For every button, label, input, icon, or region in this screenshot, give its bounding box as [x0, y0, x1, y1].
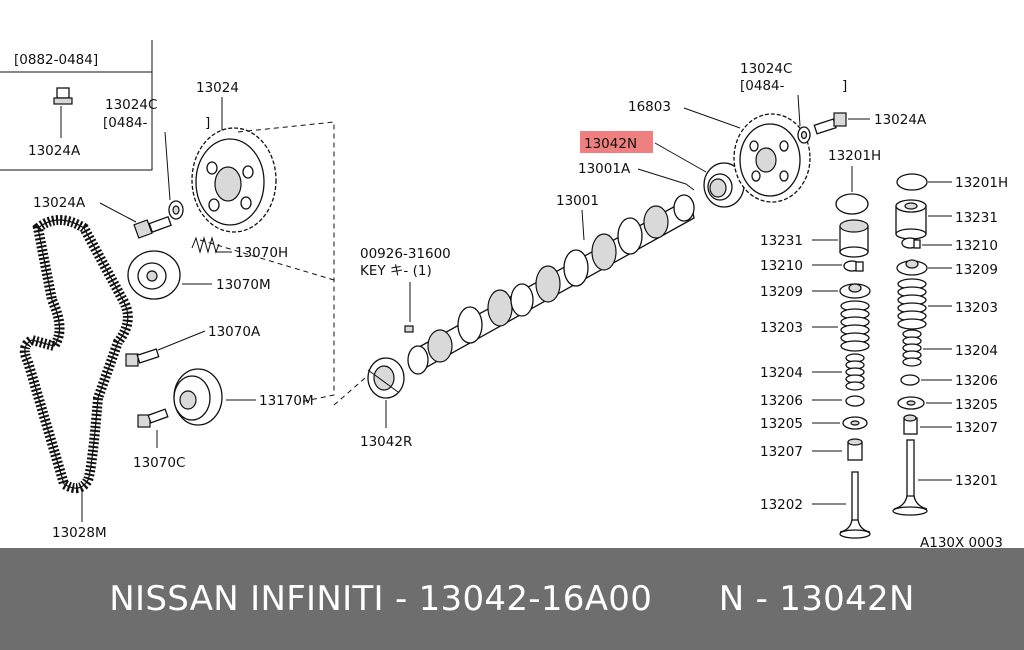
cam-sprocket-icon [191, 127, 277, 233]
inner-spring-icon [845, 353, 865, 391]
label-13210-left: 13210 [760, 258, 803, 274]
label-13201H-left: 13201H [828, 148, 881, 164]
bolt-icon [133, 215, 172, 239]
outer-spring-icon [840, 300, 870, 352]
outer-spring-icon [897, 278, 927, 330]
valve-lifter-icon [895, 199, 927, 240]
label-13201H-right: 13201H [955, 175, 1008, 191]
label-00926-31600: 00926-31600 [360, 246, 451, 262]
label-range-0882-0484: [0882-0484] [14, 52, 98, 68]
label-13170M: 13170M [259, 393, 314, 409]
spring-retainer-icon [839, 283, 871, 299]
label-13024A-left: 13024A [33, 195, 86, 211]
footer-part-number: NISSAN INFINITI - 13042-16A00 N - 13042N [109, 579, 915, 619]
label-bracket-left: ] [205, 115, 210, 131]
washer-icon [797, 126, 811, 144]
label-key: KEY キ- (1) [360, 263, 432, 279]
lash-cap-icon [835, 193, 869, 215]
front-seal-icon [367, 357, 405, 399]
label-13024C-left: 13024C [105, 97, 157, 113]
label-13001A: 13001A [578, 161, 631, 177]
left-assembly: 13024C [0484- ] 13024 13024A 1307 [19, 80, 373, 541]
camshaft-assembly: 00926-31600 KEY キ- (1) 13042R 13001 [360, 131, 745, 450]
label-13024A-right: 13024A [874, 112, 927, 128]
label-13231-right: 13231 [955, 210, 998, 226]
label-13204-right: 13204 [955, 343, 998, 359]
label-13207-right: 13207 [955, 420, 998, 436]
valve-seal-icon [847, 438, 863, 461]
label-13201-right: 13201 [955, 473, 998, 489]
label-13042N-highlight: 13042N [584, 136, 637, 152]
idler-pulley-icon [173, 368, 223, 426]
spring-icon [191, 236, 220, 254]
inner-spring-icon [902, 329, 922, 367]
label-13024A-top: 13024A [28, 143, 81, 159]
intake-valve-icon [892, 439, 928, 516]
valve-seal-icon [903, 414, 918, 435]
label-13024C-right: 13024C [740, 61, 792, 77]
label-13070A: 13070A [208, 324, 261, 340]
label-13202: 13202 [760, 497, 803, 513]
camshaft-seal-icon [703, 162, 745, 208]
highlight-13042N [580, 131, 653, 153]
diagram-code: A130X 0003 [920, 535, 1003, 548]
footer-banner: NISSAN INFINITI - 13042-16A00 N - 13042N [0, 548, 1024, 650]
bolt-icon [53, 87, 73, 105]
label-13204-left: 13204 [760, 365, 803, 381]
collet-icon [901, 237, 921, 249]
timing-belt-icon [19, 215, 133, 494]
bolt-icon [137, 408, 169, 428]
label-13207-left: 13207 [760, 444, 803, 460]
label-bracket-right: ] [842, 78, 847, 94]
exhaust-valve-icon [839, 471, 871, 539]
spring-seat-icon [845, 395, 865, 407]
spring-retainer-icon [896, 259, 928, 276]
label-13205-left: 13205 [760, 416, 803, 432]
label-13231-left: 13231 [760, 233, 803, 249]
parts-diagram: [0882-0484] 13024A 13024C [0484- ] 13024… [0, 40, 1008, 548]
label-13070M: 13070M [216, 277, 271, 293]
right-sprocket-assembly: 16803 13024C [0484- ] 13024A [628, 61, 927, 203]
label-0484-right: [0484- [740, 78, 785, 94]
label-13205-right: 13205 [955, 397, 998, 413]
label-13206-right: 13206 [955, 373, 998, 389]
label-13024: 13024 [196, 80, 239, 96]
label-13203-right: 13203 [955, 300, 998, 316]
label-13209-right: 13209 [955, 262, 998, 278]
washer-icon [168, 200, 184, 220]
label-13028M: 13028M [52, 525, 107, 541]
label-13203-left: 13203 [760, 320, 803, 336]
camshaft-icon [407, 194, 695, 375]
label-13209-left: 13209 [760, 284, 803, 300]
label-13210-right: 13210 [955, 238, 998, 254]
label-13070H: 13070H [235, 245, 288, 261]
spring-seat-icon [900, 374, 920, 386]
valve-column-left: 13201H 13231 13210 13209 13203 [760, 148, 881, 539]
inset-box: [0882-0484] 13024A [0, 40, 153, 171]
cam-sprocket-icon [733, 113, 811, 203]
label-13001: 13001 [556, 193, 599, 209]
label-13042R: 13042R [360, 434, 412, 450]
label-0484-left: [0484- [103, 115, 148, 131]
label-13070C: 13070C [133, 455, 185, 471]
valve-lifter-icon [839, 219, 869, 258]
valve-column-right: 13201H 13231 13210 13209 [892, 173, 1008, 516]
key-icon [404, 325, 414, 333]
lash-cap-icon [896, 173, 928, 191]
collet-icon [843, 260, 864, 272]
washer-icon [897, 396, 925, 410]
label-13206-left: 13206 [760, 393, 803, 409]
label-16803: 16803 [628, 99, 671, 115]
bolt-icon [125, 348, 160, 367]
washer-icon [842, 416, 868, 430]
bolt-icon [813, 112, 847, 135]
tensioner-pulley-icon [127, 250, 181, 300]
